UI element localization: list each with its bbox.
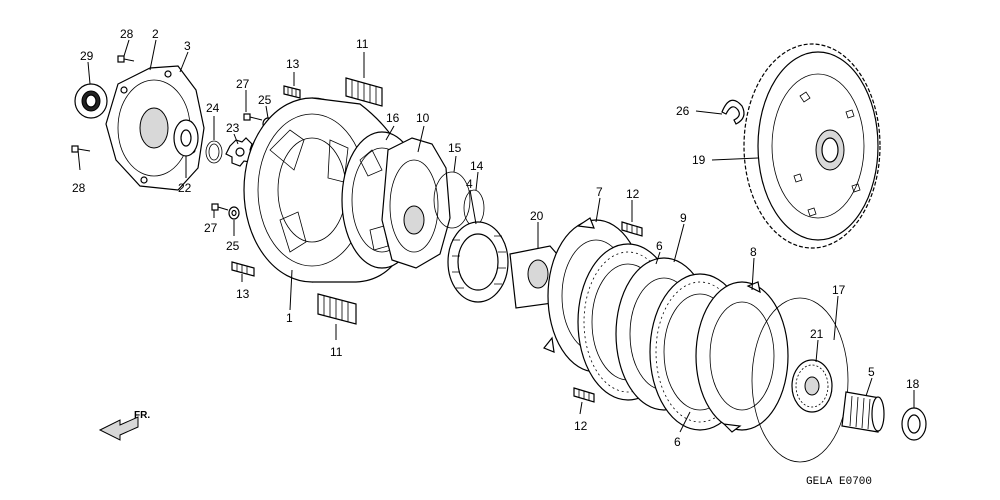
callout-9: 9 xyxy=(680,211,687,225)
circlip-part-26 xyxy=(721,99,745,125)
diagram-code: GELA E0700 xyxy=(806,476,872,488)
pressure-plate-part-10 xyxy=(381,137,451,269)
callout-12: 12 xyxy=(574,419,588,433)
circlip-part-15 xyxy=(433,171,471,229)
callout-23: 23 xyxy=(226,121,240,135)
callout-25: 25 xyxy=(258,93,272,107)
leader-lines xyxy=(77,39,915,433)
driven-gear-part-19 xyxy=(743,43,881,249)
callout-27: 27 xyxy=(204,221,218,235)
bolt-part-28-bottom xyxy=(71,145,91,153)
callout-26: 26 xyxy=(676,104,690,118)
callout-14: 14 xyxy=(470,159,484,173)
spring-part-12-top xyxy=(621,221,643,237)
callout-24: 24 xyxy=(206,101,220,115)
callout-11: 11 xyxy=(356,37,369,51)
callout-13: 13 xyxy=(236,287,250,301)
callout-1: 1 xyxy=(286,311,293,325)
front-direction-arrow-icon xyxy=(98,416,139,441)
callout-22: 22 xyxy=(178,181,192,195)
spring-part-13-top xyxy=(283,85,301,99)
callout-15: 15 xyxy=(448,141,462,155)
ring-part-14 xyxy=(463,189,485,227)
callout-8: 8 xyxy=(750,245,757,259)
callout-5: 5 xyxy=(868,365,875,379)
callout-7: 7 xyxy=(596,185,603,199)
callout-labels: 28 2 3 29 28 22 24 23 27 25 27 25 13 13 … xyxy=(72,27,920,449)
callout-29: 29 xyxy=(80,49,94,63)
callout-25: 25 xyxy=(226,239,240,253)
callout-3: 3 xyxy=(184,39,191,53)
drive-gear-part-21 xyxy=(791,359,833,413)
bolt-part-28-top xyxy=(117,55,135,63)
callout-6: 6 xyxy=(674,435,681,449)
callout-28: 28 xyxy=(120,27,134,41)
direction-label: FR. xyxy=(134,410,150,421)
bolt-part-27-top xyxy=(243,113,263,121)
callout-20: 20 xyxy=(530,209,544,223)
callout-2: 2 xyxy=(152,27,159,41)
callout-11: 11 xyxy=(330,345,343,359)
snap-ring-part-24 xyxy=(205,140,223,164)
callout-13: 13 xyxy=(286,57,300,71)
oil-seal-part-29 xyxy=(74,83,108,119)
callout-4: 4 xyxy=(466,177,473,191)
one-way-clutch-part-4 xyxy=(447,221,509,303)
spring-part-11-top xyxy=(345,77,383,107)
small-gear-part-23 xyxy=(225,137,255,167)
needle-bearing-part-5 xyxy=(841,391,885,433)
callout-17: 17 xyxy=(832,283,846,297)
callout-18: 18 xyxy=(906,377,920,391)
washer-part-25-bottom xyxy=(228,206,240,220)
end-plate-part-8 xyxy=(695,281,789,433)
spring-part-13-bottom xyxy=(231,261,255,277)
callout-19: 19 xyxy=(692,153,706,167)
callout-6: 6 xyxy=(656,239,663,253)
callout-12: 12 xyxy=(626,187,640,201)
callout-27: 27 xyxy=(236,77,250,91)
callout-16: 16 xyxy=(386,111,400,125)
callout-10: 10 xyxy=(416,111,430,125)
thrust-washer-part-22 xyxy=(173,119,199,157)
callout-21: 21 xyxy=(810,327,824,341)
seal-ring-part-18 xyxy=(901,407,927,441)
snap-ring-part-17 xyxy=(751,297,849,463)
spring-part-11-bottom xyxy=(317,293,357,325)
bolt-part-27-bottom xyxy=(211,203,229,211)
clutch-cover-part-2 xyxy=(105,65,205,191)
callout-28: 28 xyxy=(72,181,86,195)
spring-part-12-bottom xyxy=(573,387,595,403)
